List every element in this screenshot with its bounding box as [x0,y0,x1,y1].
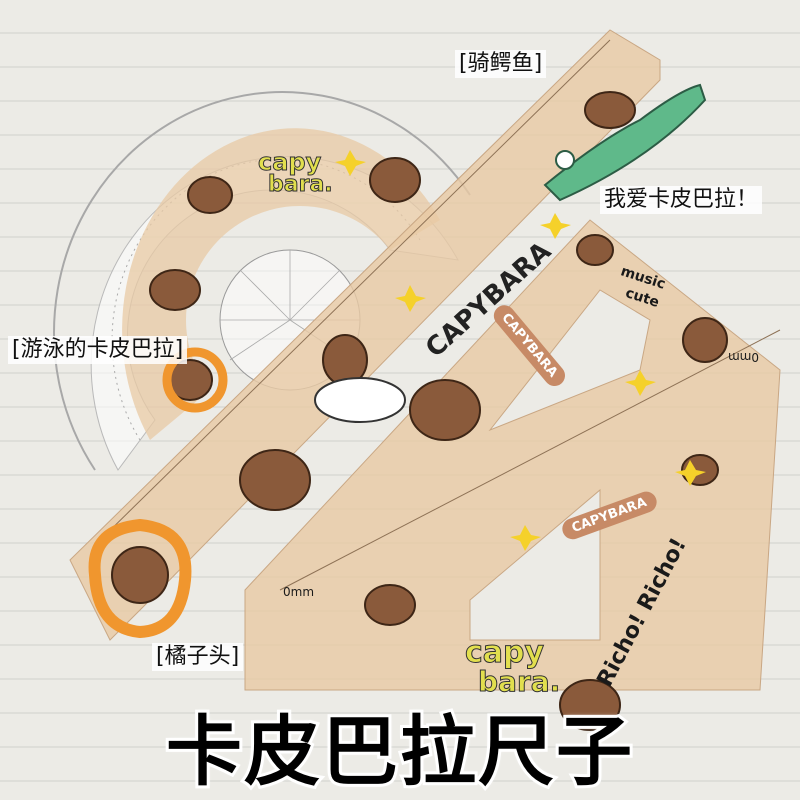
label-orange-head: 橘子头 [152,643,244,671]
crocodile-sticker [543,83,707,202]
bara-text-top: bara. [268,172,334,198]
unit-mm-text: 0mm [728,350,760,364]
white-bird-sticker [314,377,406,423]
set-square-cutout-top [488,289,651,432]
straight-ruler [69,29,661,641]
label-swimming: 游泳的卡皮巴拉 [8,336,188,364]
zero-mm-text: 0mm [283,585,315,599]
bara-text-bottom: bara. [477,665,561,699]
sparkle-accents [335,150,706,551]
product-title: 卡皮巴拉尺子 [163,704,635,799]
capy-text-top: capy [257,148,322,177]
label-love: 我爱卡皮巴拉！ [600,186,763,214]
orange-head-sticker [88,347,228,639]
capybara-stickers [111,91,728,731]
label-crocodile: 骑鳄鱼 [455,50,547,78]
capy-text-bottom: capy [464,635,545,671]
